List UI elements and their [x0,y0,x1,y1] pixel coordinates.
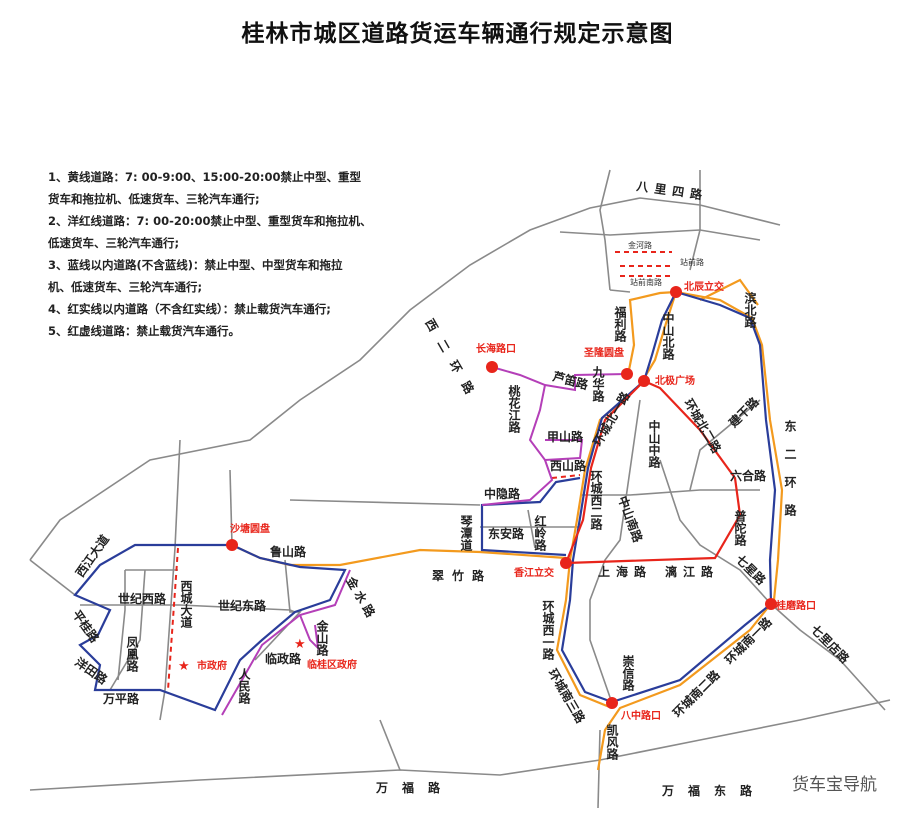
star-icon: ★ [178,659,190,674]
road-label: 翠竹路 [432,568,492,583]
legend-line: 2、洋红线道路：7: 00-20:00禁止中型、重型货车和拖拉机、 [48,214,372,228]
road-label: 六合路 [730,468,767,483]
red-line-roads [564,379,742,565]
road-label: 凯风路 [605,723,619,761]
place-label: 市政府 [197,659,227,672]
legend-line: 1、黄线道路：7: 00-9:00、15:00-20:00禁止中型、重型 [48,170,361,184]
road-label: 甲山路 [547,429,584,444]
place-label: 北极广场 [655,374,695,387]
road-label: 人民路 [237,667,251,705]
road-label: 西二环路 [422,316,483,407]
road-label: 世纪西路 [118,591,167,606]
place-markers: ★ ★ [178,286,777,709]
road-label: 桃花江路 [507,384,521,434]
legend-line: 机、低速货车、三轮汽车通行; [48,280,203,294]
legend-line: 3、蓝线以内道路(不含蓝线)：禁止中型、中型货车和拖拉 [48,258,343,272]
place-label: 八中路口 [620,709,661,722]
road-label: 临政路 [265,651,302,666]
road-label: 平桂路 [70,607,104,646]
legend-line: 4、红实线以内道路（不含红实线）：禁止载货汽车通行; [48,302,331,316]
road-label: 中山北路 [661,311,675,361]
road-label: 万福东路 [661,783,766,798]
road-label: 环城西二路 [589,470,603,531]
road-label: 西城大道 [179,580,193,629]
beiji-square-marker[interactable] [638,375,650,387]
road-label: 环城南二路 [670,666,724,720]
road-label: 中山中路 [647,419,661,469]
place-label: 北辰立交 [684,280,724,293]
place-label: 圣隆圆盘 [584,346,624,359]
road-label: 东安路 [488,526,525,541]
road-label: 金山路 [315,619,329,657]
road-label: 西山路 [550,458,587,473]
beichen-interchange-marker[interactable] [670,286,682,298]
road-label: 滨北路 [743,291,757,329]
road-label: 普陀路 [733,509,747,547]
road-label: 鲁山路 [269,544,307,559]
road-label: 七里店路 [808,622,853,667]
legend: 1、黄线道路：7: 00-9:00、15:00-20:00禁止中型、重型 货车和… [48,166,372,342]
guimo-junction-marker[interactable] [765,598,777,610]
place-label: 香江立交 [514,566,554,579]
road-label: 金河路 [628,240,652,250]
xiangjiang-interchange-marker[interactable] [560,557,572,569]
watermark: 货车宝导航 [792,775,877,795]
road-label: 中隐路 [484,486,521,501]
road-label: 东二环路 [783,419,797,532]
place-label: 桂磨路口 [775,599,816,612]
road-label: 福利路 [613,305,627,343]
legend-line: 货车和拖拉机、低速货车、三轮汽车通行; [48,192,260,206]
road-label: 金水路 [343,573,380,623]
roads [29,169,891,809]
place-label: 临桂区政府 [307,658,357,671]
road-label: 琴潭道 [459,515,473,552]
road-label: 环城西一路 [541,600,555,661]
place-labels: 北辰立交 圣隆圆盘 北极广场 长海路口 沙塘圆盘 香江立交 八中路口 桂磨路口 … [197,280,816,722]
magenta-line-roads [221,366,628,716]
road-label: 世纪东路 [218,598,267,613]
place-label: 沙塘圆盘 [230,522,270,535]
road-label: 站前路 [680,257,704,267]
blue-line-roads [73,290,777,712]
map-title: 桂林市城区道路货运车辆通行规定示意图 [241,21,674,47]
road-label: 漓江路 [665,564,719,579]
shatang-roundabout-marker[interactable] [226,539,238,551]
road-label: 洋田路 [72,654,111,688]
road-label: 万福路 [375,780,454,795]
legend-line: 5、红虚线道路：禁止载货汽车通行。 [48,324,240,338]
place-label: 长海路口 [476,342,516,355]
road-label: 九华路 [591,365,605,403]
road-label: 红岭路 [533,514,547,552]
bazhong-junction-marker[interactable] [606,697,618,709]
shenglong-roundabout-marker[interactable] [621,368,633,380]
legend-line: 低速货车、三轮汽车通行; [48,236,180,250]
red-dashed-roads [167,251,672,691]
road-label: 上海路 [598,564,652,579]
road-label: 凤凰路 [125,636,139,673]
road-label: 崇信路 [621,654,635,692]
changhai-junction-marker[interactable] [486,361,498,373]
star-icon: ★ [294,637,306,652]
road-label: 建干路 [725,393,762,430]
road-label: 西江大道 [72,532,112,580]
road-label: 万平路 [102,691,140,706]
road-label: 站前南路 [630,277,662,287]
